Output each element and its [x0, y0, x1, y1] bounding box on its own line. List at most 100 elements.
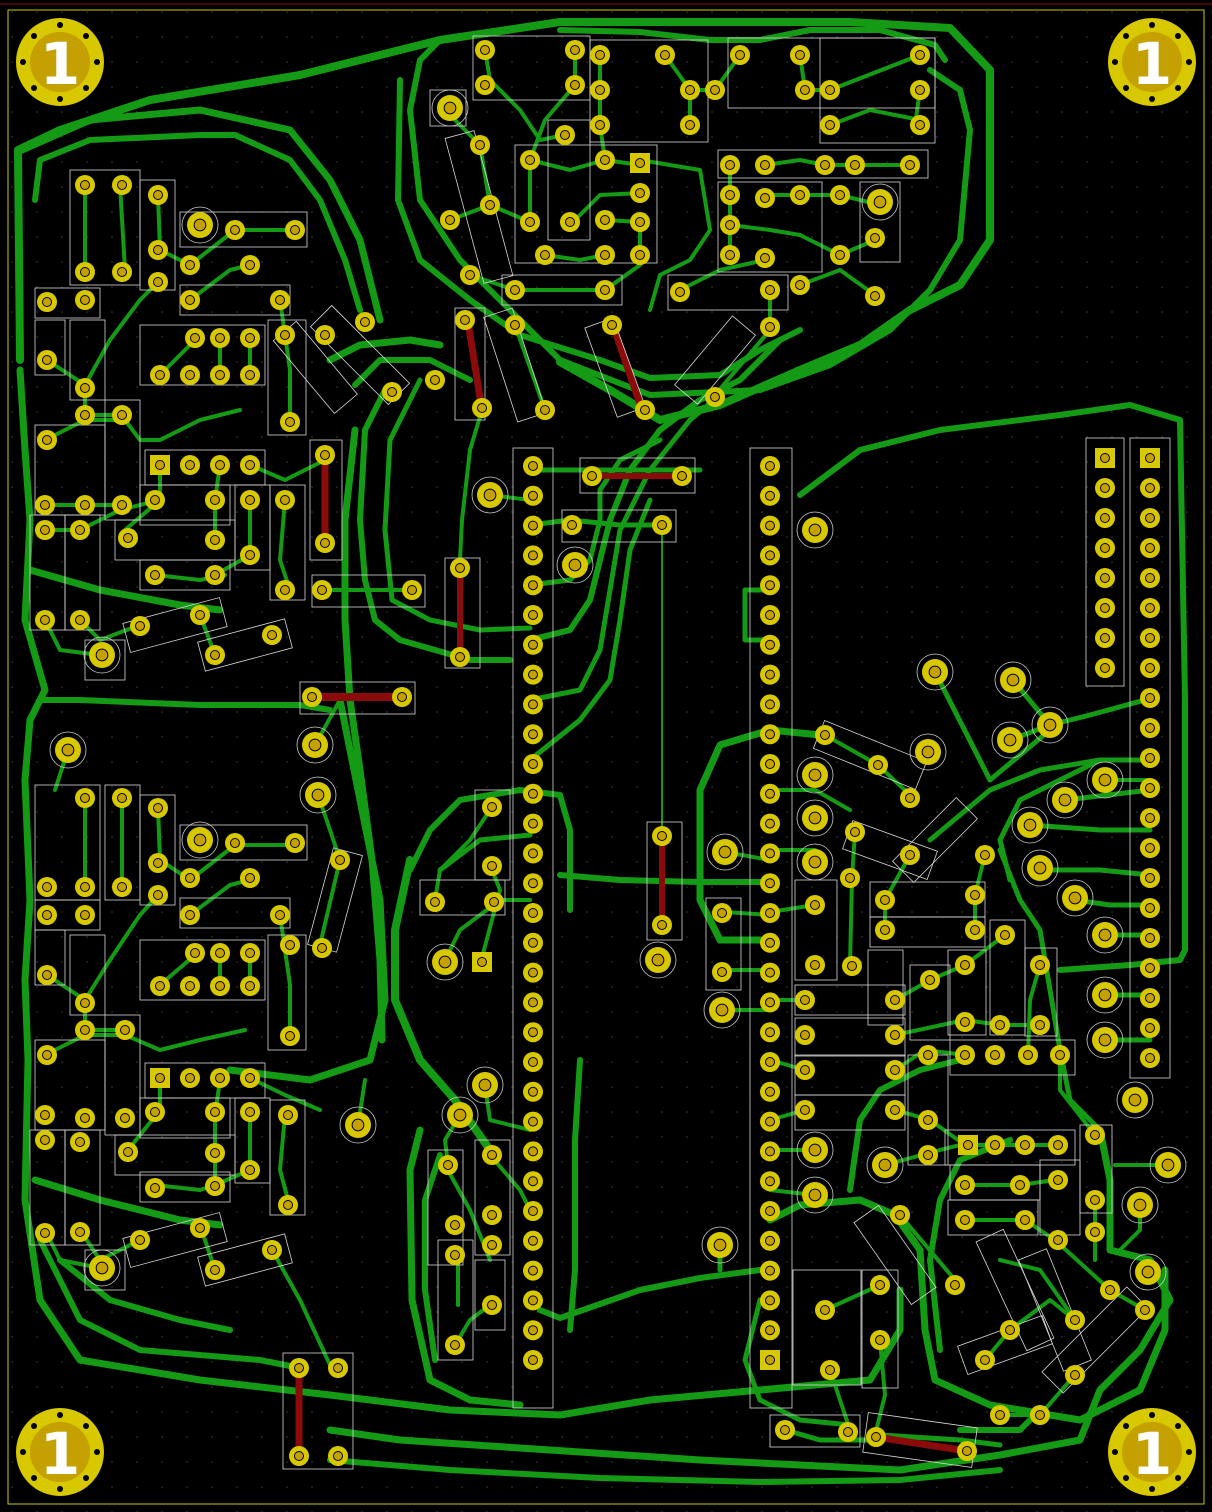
pad	[505, 280, 525, 300]
pad-large	[1021, 849, 1059, 887]
pad	[240, 943, 260, 963]
pad	[760, 754, 780, 774]
pad	[180, 1068, 200, 1088]
pad	[760, 932, 780, 953]
pad	[312, 938, 332, 958]
pad	[523, 1320, 543, 1341]
pad	[885, 990, 905, 1010]
pad	[955, 1175, 975, 1195]
pad	[70, 1132, 90, 1152]
pad	[180, 290, 200, 310]
pad	[760, 1111, 780, 1132]
pad	[652, 826, 672, 846]
pad	[240, 365, 260, 385]
pad	[148, 185, 168, 205]
mounting-holes: 1 1 1 1	[16, 18, 1196, 1496]
pad	[275, 325, 295, 345]
pad	[1095, 538, 1115, 558]
top-layer-traces	[14, 18, 1188, 1485]
pad	[75, 378, 95, 398]
pad	[240, 1102, 260, 1122]
pad	[900, 845, 920, 865]
mounting-hole-label: 1	[40, 1420, 80, 1488]
bottom-layer-traces	[295, 318, 971, 1460]
pad	[885, 1100, 905, 1120]
pad	[845, 155, 865, 175]
pad	[280, 935, 300, 955]
pad-large	[796, 756, 834, 794]
pad-square	[760, 1350, 780, 1370]
pad-large	[1086, 976, 1124, 1014]
pad	[240, 1160, 260, 1180]
pad	[830, 245, 850, 265]
mounting-hole-label: 1	[40, 30, 80, 98]
pad	[240, 455, 260, 475]
pad-square	[150, 1068, 170, 1088]
pad	[795, 1100, 815, 1120]
pad	[955, 1045, 975, 1065]
pad	[760, 1290, 780, 1311]
pad	[985, 1135, 1005, 1155]
pad	[705, 387, 725, 407]
pad	[523, 724, 543, 745]
pad	[1140, 1048, 1160, 1068]
pad	[210, 1068, 230, 1088]
pad	[205, 1102, 225, 1122]
pad	[1140, 898, 1160, 918]
pad	[205, 1176, 225, 1196]
pad	[315, 445, 335, 465]
pad	[523, 1350, 543, 1370]
pad	[150, 365, 170, 385]
pad	[760, 605, 780, 625]
pad	[75, 877, 95, 897]
pad-large	[916, 653, 954, 691]
pad	[672, 466, 692, 486]
pad	[523, 545, 543, 566]
pad	[1140, 478, 1160, 498]
board-outline	[7, 9, 1205, 1505]
pad	[755, 248, 775, 268]
pad-large	[1149, 1146, 1187, 1184]
pad	[760, 962, 780, 983]
pad	[210, 455, 230, 475]
pad	[1095, 598, 1115, 618]
pad-large	[866, 1146, 904, 1184]
pad-large	[1129, 1253, 1167, 1291]
pad	[1085, 1190, 1105, 1210]
pad	[712, 962, 732, 982]
pad	[240, 976, 260, 996]
pad	[523, 1260, 543, 1281]
pad-square	[1095, 448, 1115, 468]
pad	[185, 943, 205, 963]
pad	[35, 520, 55, 540]
pad	[70, 520, 90, 540]
pad	[760, 813, 780, 834]
pad-large	[1116, 1081, 1154, 1119]
pad	[35, 495, 55, 515]
pad	[955, 955, 975, 975]
pad-large	[706, 833, 744, 871]
pad	[37, 965, 57, 985]
pad	[210, 365, 230, 385]
pad	[523, 903, 543, 923]
pad	[302, 687, 322, 707]
pad	[523, 1201, 543, 1221]
pad	[523, 932, 543, 953]
pad-large	[796, 1131, 834, 1169]
pad	[595, 150, 615, 170]
pad	[35, 1105, 55, 1125]
pad	[1140, 568, 1160, 588]
pad	[205, 490, 225, 510]
pad	[523, 1081, 543, 1102]
pad	[262, 625, 282, 645]
pad	[1030, 955, 1050, 975]
pad	[870, 1275, 890, 1295]
pad	[262, 1240, 282, 1260]
pad	[1015, 1210, 1035, 1230]
pad	[523, 843, 543, 864]
pad	[920, 970, 940, 990]
pad-large	[994, 661, 1032, 699]
pad	[1140, 508, 1160, 528]
pad-large	[1086, 916, 1124, 954]
